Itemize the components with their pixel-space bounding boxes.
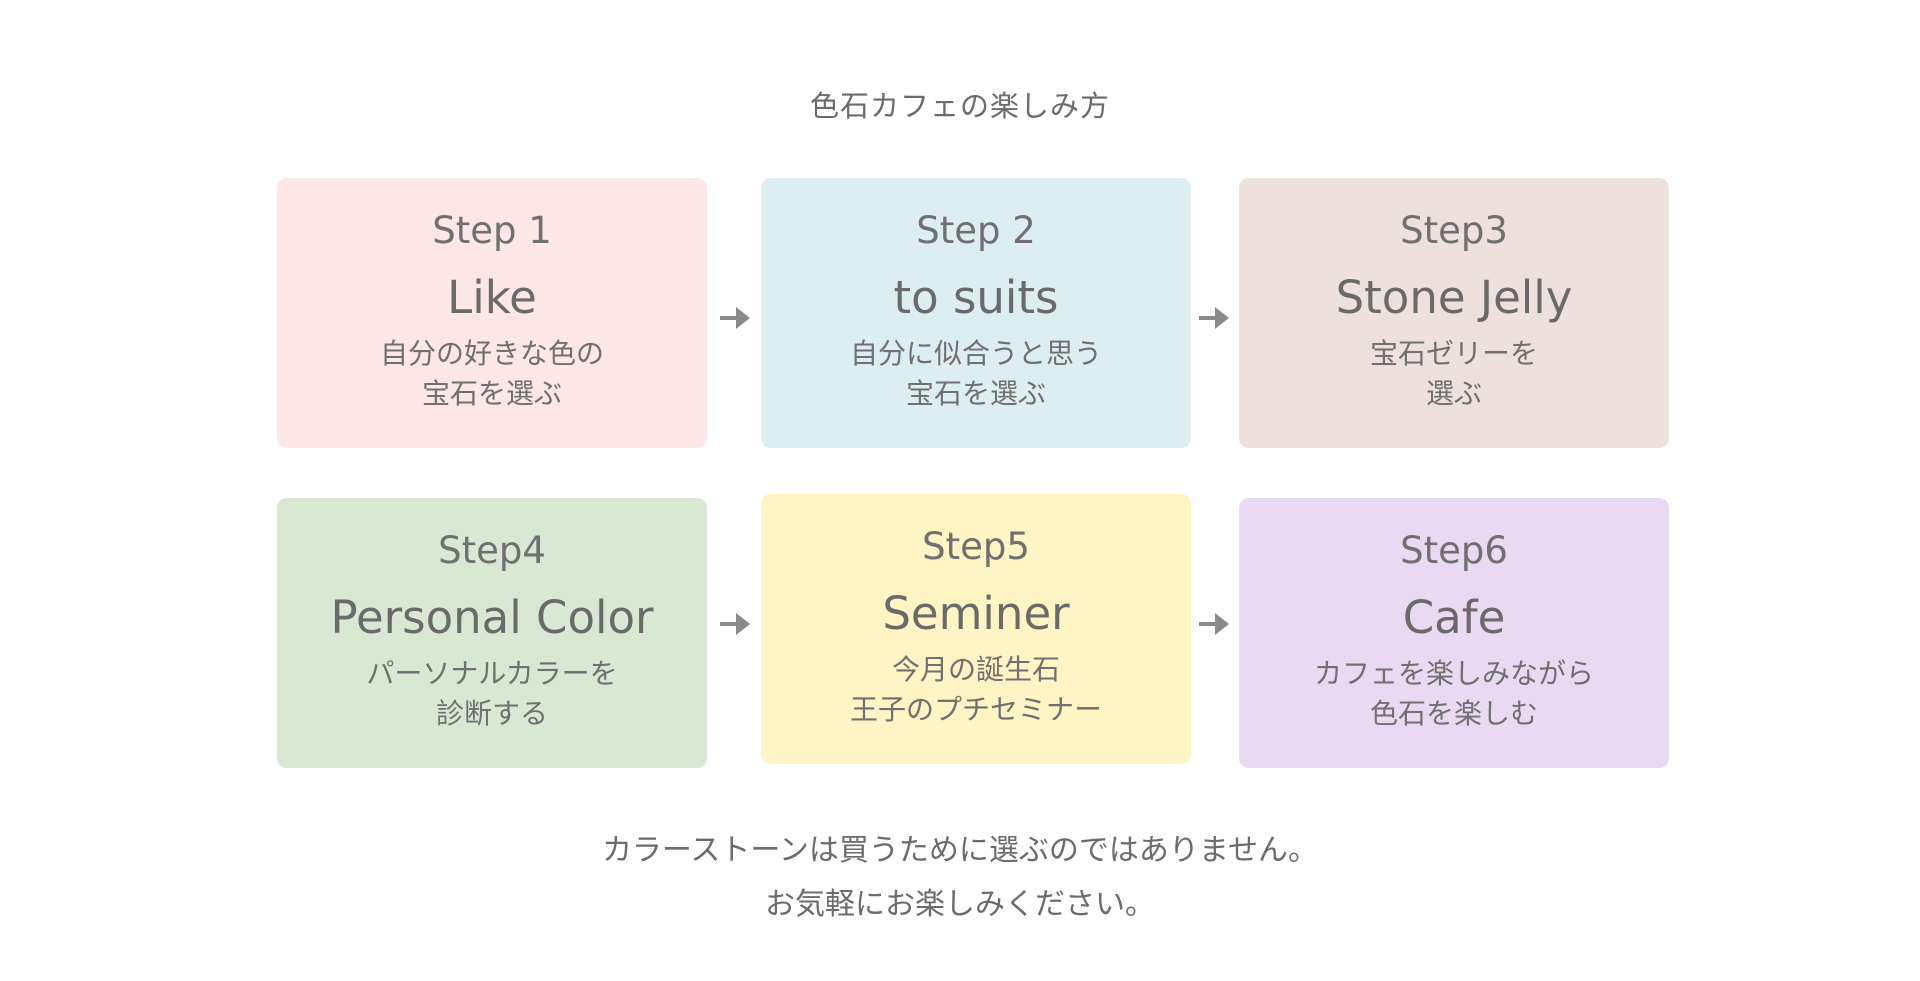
step-title: Personal Color <box>330 591 654 644</box>
step-title: Cafe <box>1402 591 1506 644</box>
step-description: 自分の好きな色の 宝石を選ぶ <box>277 334 707 414</box>
step-description: 宝石ゼリーを 選ぶ <box>1239 334 1669 414</box>
footer-line-2: お気軽にお楽しみください。 <box>765 887 1155 922</box>
step-description-line: 自分の好きな色の <box>379 337 604 370</box>
arrow-right-icon <box>720 613 750 635</box>
step-description-line: 診断する <box>435 697 548 730</box>
step-description-line: 宝石を選ぶ <box>421 377 562 410</box>
arrow-right-icon <box>720 307 750 329</box>
step-description: パーソナルカラーを 診断する <box>277 654 707 734</box>
step-description: カフェを楽しみながら 色石を楽しむ <box>1239 654 1669 734</box>
step-description-line: カフェを楽しみながら <box>1313 657 1594 690</box>
step-description-line: 今月の誕生石 <box>891 653 1060 686</box>
step-number: Step6 <box>1400 529 1508 572</box>
footer-message: カラーストーンは買うために選ぶのではありません。 お気軽にお楽しみください。 <box>0 824 1920 932</box>
step-description-line: 宝石ゼリーを <box>1369 337 1538 370</box>
arrow-right-icon <box>1199 613 1229 635</box>
step-title: Like <box>447 271 537 324</box>
step-card-6: Step6 Cafe カフェを楽しみながら 色石を楽しむ <box>1239 498 1669 768</box>
step-description-line: パーソナルカラーを <box>366 657 618 690</box>
step-number: Step 2 <box>916 209 1036 252</box>
footer-line-1: カラーストーンは買うために選ぶのではありません。 <box>601 833 1319 868</box>
step-card-3: Step3 Stone Jelly 宝石ゼリーを 選ぶ <box>1239 178 1669 448</box>
step-number: Step 1 <box>432 209 552 252</box>
step-number: Step3 <box>1400 209 1508 252</box>
step-description-line: 色石を楽しむ <box>1369 697 1538 730</box>
step-title: Seminer <box>882 587 1070 640</box>
step-description: 自分に似合うと思う 宝石を選ぶ <box>761 334 1191 414</box>
arrow-right-icon <box>1199 307 1229 329</box>
step-description-line: 王子のプチセミナー <box>849 693 1102 726</box>
step-card-2: Step 2 to suits 自分に似合うと思う 宝石を選ぶ <box>761 178 1191 448</box>
step-title: to suits <box>893 271 1059 324</box>
step-card-4: Step4 Personal Color パーソナルカラーを 診断する <box>277 498 707 768</box>
step-title: Stone Jelly <box>1335 271 1573 324</box>
step-card-1: Step 1 Like 自分の好きな色の 宝石を選ぶ <box>277 178 707 448</box>
step-description: 今月の誕生石 王子のプチセミナー <box>761 650 1191 730</box>
page-title: 色石カフェの楽しみ方 <box>809 89 1110 123</box>
step-card-5: Step5 Seminer 今月の誕生石 王子のプチセミナー <box>761 494 1191 764</box>
step-number: Step5 <box>922 525 1030 568</box>
step-description-line: 自分に似合うと思う <box>849 337 1102 370</box>
step-description-line: 選ぶ <box>1425 377 1482 410</box>
step-number: Step4 <box>438 529 546 572</box>
step-description-line: 宝石を選ぶ <box>905 377 1046 410</box>
